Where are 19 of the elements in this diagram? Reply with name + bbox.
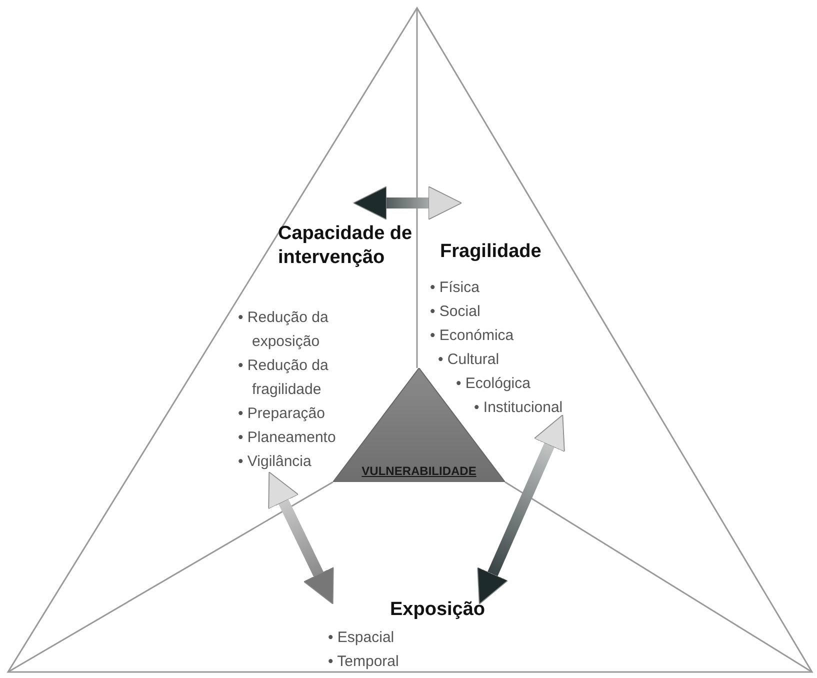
section-heading: Exposição bbox=[390, 598, 486, 622]
section-heading: Fragilidade bbox=[440, 240, 542, 264]
double-arrow bbox=[352, 186, 462, 220]
list-item: • Preparação bbox=[238, 404, 326, 424]
center-label: VULNERABILIDADE bbox=[360, 464, 478, 478]
list-item: • Cultural bbox=[438, 350, 500, 370]
list-item: • Redução da exposição bbox=[238, 308, 330, 352]
list-item: • Ecológica bbox=[456, 374, 532, 394]
list-item: • Temporal bbox=[328, 652, 400, 672]
list-item: • Física bbox=[430, 278, 480, 298]
list-item: • Espacial bbox=[328, 628, 396, 648]
list-item: • Económica bbox=[430, 326, 515, 346]
section-heading: Capacidade de intervenção bbox=[278, 222, 414, 270]
double-arrow bbox=[268, 472, 334, 604]
double-arrow bbox=[477, 414, 565, 604]
list-item: • Institucional bbox=[474, 398, 564, 418]
list-item: • Social bbox=[430, 302, 482, 322]
list-item: • Redução da fragilidade bbox=[238, 356, 330, 400]
list-item: • Planeamento bbox=[238, 428, 337, 448]
